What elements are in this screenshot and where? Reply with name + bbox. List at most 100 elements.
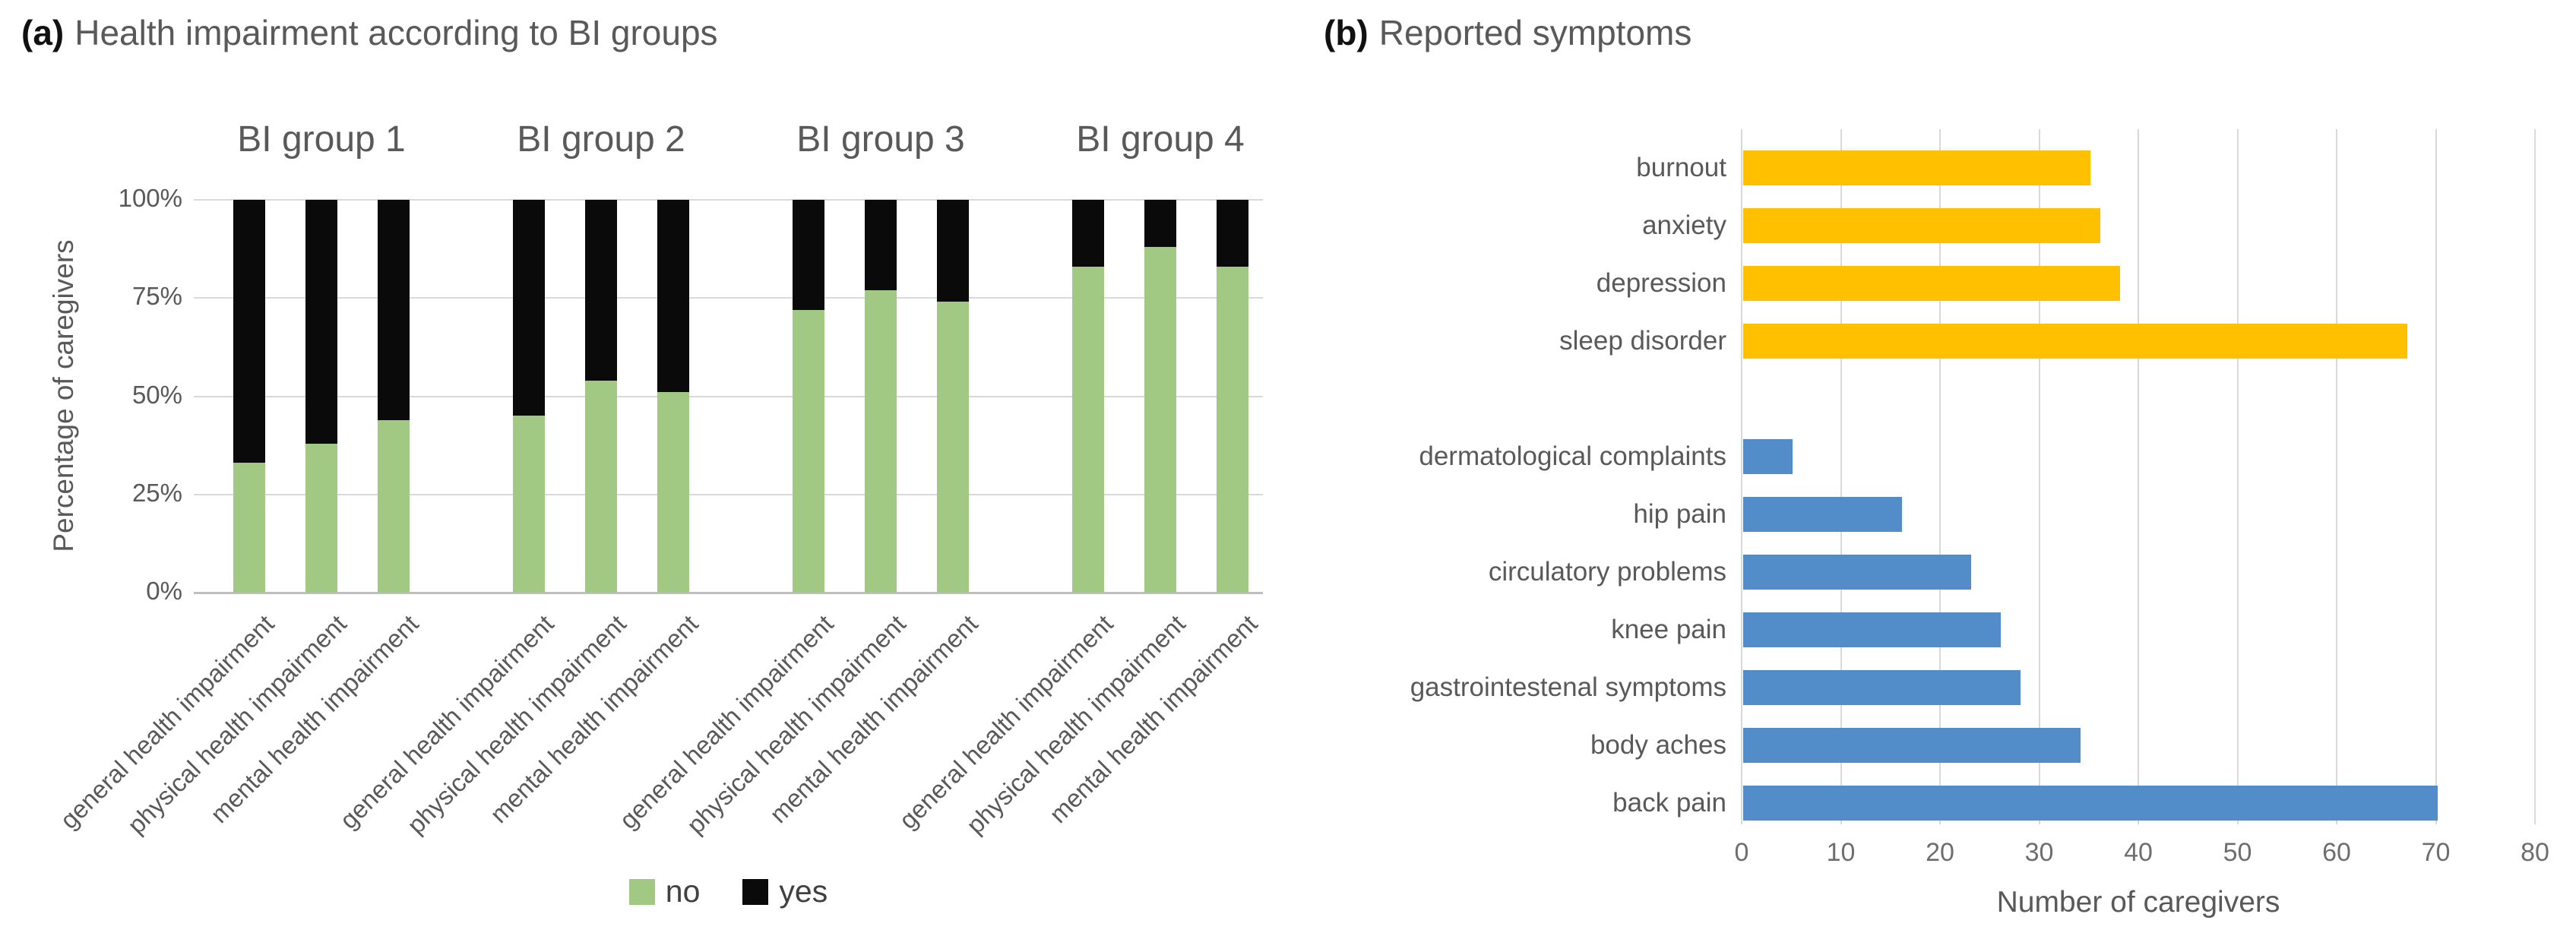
stacked-bar: [1072, 200, 1104, 593]
stacked-bar: [378, 200, 410, 593]
h-bar: [1743, 786, 2438, 821]
h-bar: [1743, 497, 1902, 532]
gridline-0: [194, 592, 1263, 594]
category-label: back pain: [1612, 788, 1726, 818]
bar-segment-no: [793, 309, 824, 593]
h-bar: [1743, 439, 1793, 474]
h-bar: [1743, 324, 2408, 359]
bar-segment-yes: [657, 200, 689, 393]
panel-b-title: (b)Reported symptoms: [1324, 12, 1691, 53]
bar-segment-no: [1144, 247, 1176, 593]
plot-area-a: [194, 199, 1263, 594]
x-tick-label: 70: [2421, 838, 2451, 867]
vertical-gridline-60: [2336, 129, 2337, 824]
bar-segment-yes: [793, 200, 824, 310]
panel-a-title-prefix: (a): [21, 13, 65, 52]
stacked-bar: [1217, 200, 1248, 593]
vertical-gridline-20: [1939, 129, 1941, 824]
bar-segment-yes: [865, 200, 897, 290]
h-bar: [1743, 612, 2002, 647]
stacked-bar: [513, 200, 545, 593]
vertical-gridline-0: [1741, 129, 1742, 824]
x-tick-label: 50: [2223, 838, 2252, 867]
bar-segment-yes: [585, 200, 617, 381]
gridline-25: [194, 493, 1263, 495]
panel-b-title-text: Reported symptoms: [1378, 13, 1692, 52]
y-tick-label: 50%: [131, 380, 182, 409]
stacked-bar: [865, 200, 897, 593]
category-label: dermatological complaints: [1419, 441, 1726, 471]
x-tick-label: 80: [2521, 838, 2549, 867]
x-tick-label: 40: [2124, 838, 2153, 867]
h-bar: [1743, 555, 1972, 590]
bar-segment-no: [585, 380, 617, 593]
group-label: BI group 2: [517, 119, 685, 160]
y-tick-label: 75%: [131, 282, 182, 311]
legend-swatch-no: [628, 878, 655, 905]
vertical-gridline-70: [2435, 129, 2437, 824]
vertical-gridline-10: [1840, 129, 1842, 824]
bar-segment-no: [937, 302, 969, 593]
x-tick-label: 60: [2322, 838, 2351, 867]
y-tick-label: 0%: [146, 577, 182, 605]
bar-segment-yes: [513, 200, 545, 416]
x-tick-label: 0: [1734, 838, 1749, 867]
legend-item: no: [628, 874, 701, 909]
stacked-bar: [657, 200, 689, 593]
category-label: hip pain: [1633, 499, 1726, 529]
h-bar: [1743, 266, 2120, 301]
category-label: knee pain: [1611, 615, 1726, 644]
stacked-bar: [233, 200, 265, 593]
bar-segment-yes: [378, 200, 410, 420]
bar-segment-no: [1072, 266, 1104, 593]
category-label: gastrointestenal symptoms: [1410, 672, 1726, 702]
stacked-bar: [1144, 200, 1176, 593]
panel-a-title: (a)Health impairment according to BI gro…: [21, 12, 718, 53]
bar-segment-yes: [1144, 200, 1176, 248]
gridline-50: [194, 395, 1263, 397]
legend: no yes: [194, 874, 1263, 909]
vertical-gridline-80: [2534, 129, 2536, 824]
bar-segment-yes: [937, 200, 969, 302]
category-label: anxiety: [1642, 210, 1726, 240]
gridline-100: [194, 199, 1263, 201]
group-label: BI group 3: [796, 119, 965, 160]
bar-segment-no: [1217, 266, 1248, 593]
legend-swatch-yes: [742, 878, 769, 905]
panel-b-title-prefix: (b): [1324, 13, 1369, 52]
bar-segment-no: [513, 416, 545, 593]
bar-segment-yes: [233, 200, 265, 463]
category-label: circulatory problems: [1488, 557, 1726, 587]
panel-a: (a)Health impairment according to BI gro…: [21, 12, 1263, 909]
h-bar: [1743, 150, 2090, 185]
panel-a-title-text: Health impairment according to BI groups: [74, 13, 718, 52]
bar-segment-no: [865, 289, 897, 593]
bar-segment-no: [233, 463, 265, 593]
x-tick-label: 10: [1826, 838, 1856, 867]
bar-segment-yes: [1072, 200, 1104, 267]
legend-item: yes: [742, 874, 828, 909]
legend-label: yes: [779, 874, 828, 909]
y-tick-label: 25%: [131, 478, 182, 507]
x-axis-label: Number of caregivers: [1996, 886, 2280, 919]
stacked-bar: [585, 200, 617, 593]
x-tick-label: 30: [2024, 838, 2054, 867]
h-bar: [1743, 670, 2021, 705]
plot-area-b: [1741, 129, 2536, 824]
gridline-75: [194, 297, 1263, 299]
category-label: burnout: [1636, 153, 1726, 182]
x-tick-label: 20: [1926, 838, 1954, 867]
category-label: depression: [1596, 268, 1726, 298]
legend-label: no: [665, 874, 701, 909]
vertical-gridline-50: [2236, 129, 2239, 824]
stacked-bar: [793, 200, 824, 593]
h-bar: [1743, 208, 2100, 243]
category-label: sleep disorder: [1559, 326, 1726, 356]
group-label: BI group 4: [1076, 119, 1245, 160]
category-label: body aches: [1590, 730, 1726, 760]
group-label: BI group 1: [237, 119, 406, 160]
stacked-bar: [305, 200, 337, 593]
stacked-bar: [937, 200, 969, 593]
vertical-gridline-30: [2038, 129, 2040, 824]
